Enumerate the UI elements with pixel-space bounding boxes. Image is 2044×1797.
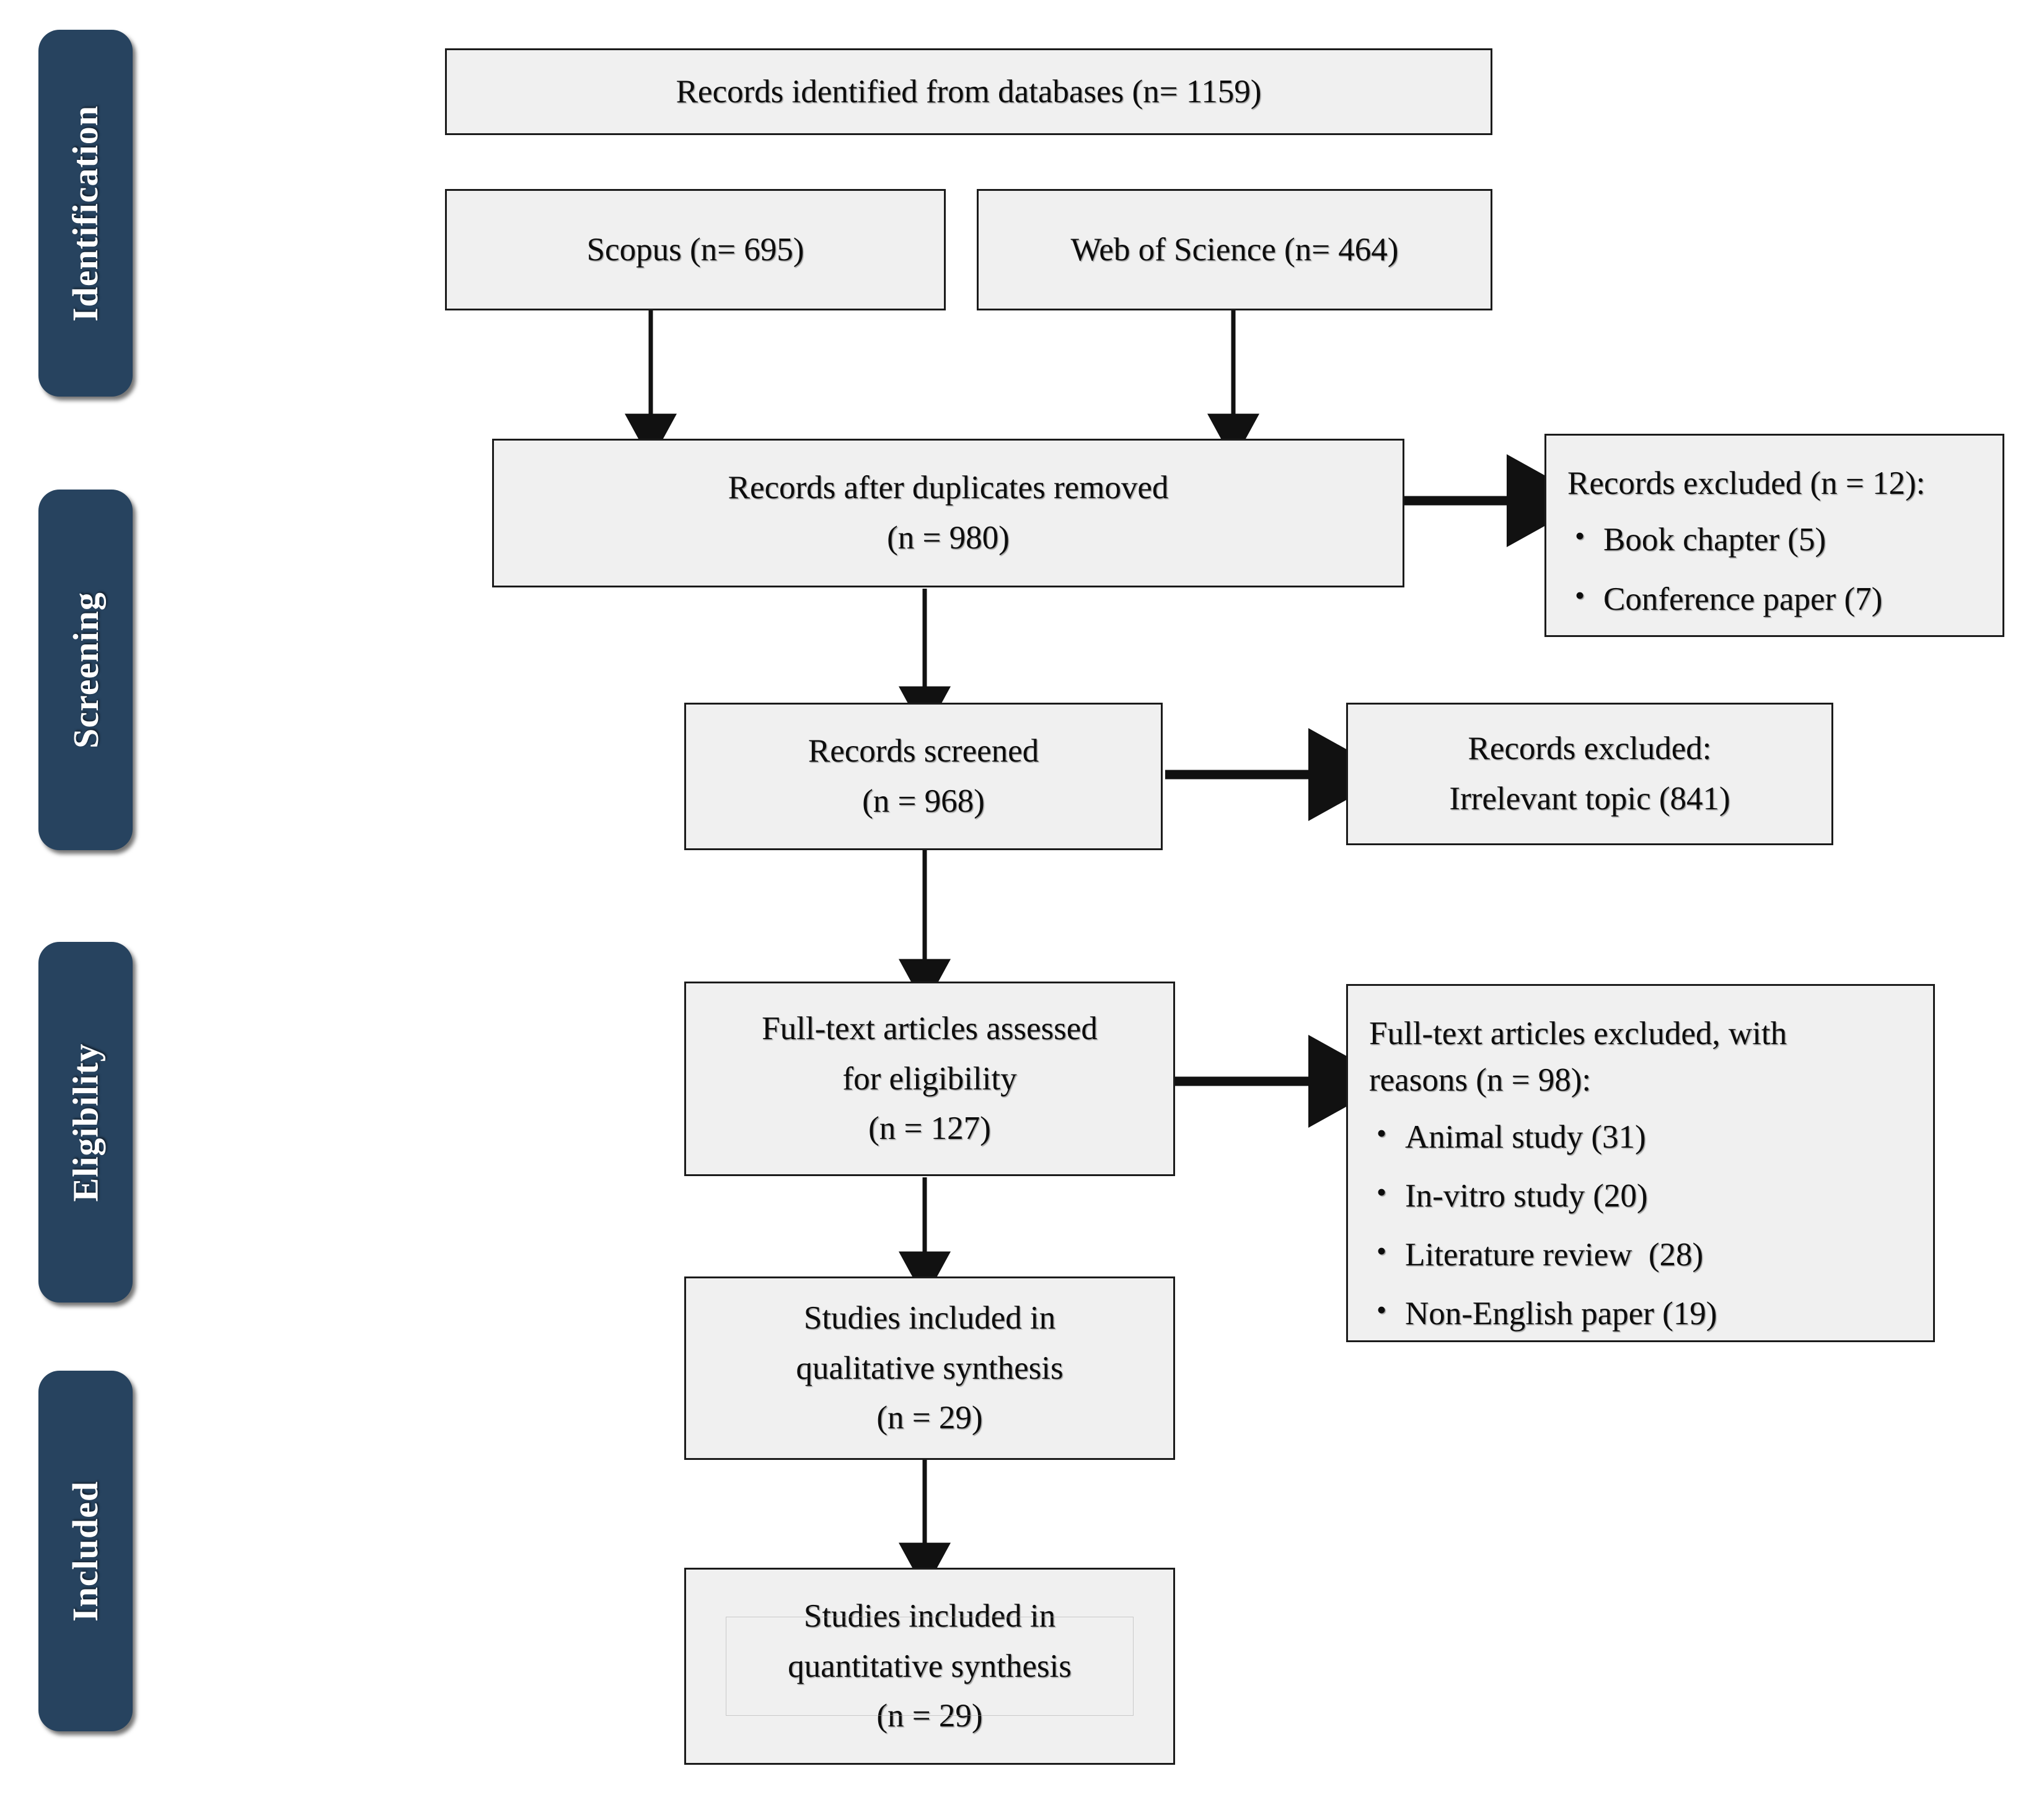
box-qualitative-synthesis-line2: qualitative synthesis [796, 1350, 1064, 1386]
box-records-excluded-duplicates-list: Book chapter (5) Conference paper (7) [1567, 516, 1882, 635]
stage-label-included: Included [65, 1480, 106, 1622]
stage-pill-included: Included [38, 1371, 133, 1731]
box-web-of-science: Web of Science (n= 464) [977, 189, 1499, 345]
box-fulltext-excluded-heading-line1: Full-text articles excluded, with [1369, 1016, 1787, 1052]
box-records-excluded-irrelevant-line2: Irrelevant topic (841) [1449, 781, 1730, 817]
box-fulltext-assessed-line3: (n = 127) [868, 1110, 991, 1147]
box-records-screened-line1: Records screened [808, 733, 1039, 770]
list-item: Animal study (31) [1377, 1112, 1717, 1161]
box-quantitative-synthesis-line1: Studies included in [803, 1598, 1056, 1635]
stage-label-identification: Identification [65, 105, 106, 322]
box-fulltext-assessed-line2: for eligibility [842, 1060, 1017, 1097]
box-records-after-duplicates-line1: Records after duplicates removed [728, 470, 1169, 506]
box-fulltext-assessed-line1: Full-text articles assessed [762, 1011, 1098, 1047]
box-records-after-duplicates-line2: (n = 980) [887, 520, 1010, 556]
box-records-excluded-duplicates: Records excluded (n = 12): Book chapter … [1544, 434, 2011, 671]
box-fulltext-excluded-list: Animal study (31) In-vitro study (20) Li… [1369, 1112, 1717, 1350]
stage-label-screening: Screening [65, 591, 106, 749]
list-item: Conference paper (7) [1575, 574, 1882, 623]
box-fulltext-assessed: Full-text articles assessed for eligibil… [684, 982, 1182, 1210]
box-quantitative-synthesis-line3: (n = 29) [876, 1698, 983, 1734]
stage-label-eligibility: Eligibility [65, 1043, 106, 1202]
box-quantitative-synthesis-line2: quantitative synthesis [788, 1648, 1072, 1684]
box-records-screened: Records screened (n = 968) [684, 703, 1170, 884]
box-qualitative-synthesis-line3: (n = 29) [876, 1400, 983, 1436]
stage-pill-eligibility: Eligibility [38, 942, 133, 1303]
box-qualitative-synthesis: Studies included in qualitative synthesi… [684, 1276, 1182, 1494]
box-records-identified-line1: Records identified from databases (n= 11… [676, 73, 1262, 110]
list-item: In-vitro study (20) [1377, 1172, 1717, 1219]
box-records-excluded-irrelevant: Records excluded: Irrelevant topic (841) [1346, 703, 1840, 879]
box-fulltext-excluded: Full-text articles excluded, with reason… [1346, 984, 1942, 1376]
box-records-excluded-duplicates-heading: Records excluded (n = 12): [1567, 465, 1926, 501]
box-web-of-science-line1: Web of Science (n= 464) [1070, 231, 1399, 268]
box-scopus-line1: Scopus (n= 695) [586, 231, 804, 268]
box-records-screened-line2: (n = 968) [862, 783, 985, 819]
list-item: Non-English paper (19) [1377, 1290, 1717, 1337]
box-quantitative-synthesis: Studies included in quantitative synthes… [684, 1568, 1182, 1797]
box-records-identified: Records identified from databases (n= 11… [445, 48, 1499, 169]
stage-pill-identification: Identification [38, 30, 133, 397]
box-fulltext-excluded-heading-line2: reasons (n = 98): [1369, 1062, 1592, 1099]
box-scopus: Scopus (n= 695) [445, 189, 953, 345]
box-qualitative-synthesis-line1: Studies included in [803, 1300, 1056, 1337]
list-item: Book chapter (5) [1575, 516, 1882, 563]
stage-pill-screening: Screening [38, 490, 133, 850]
list-item: Literature review (28) [1377, 1231, 1717, 1278]
box-records-excluded-irrelevant-line1: Records excluded: [1468, 731, 1712, 767]
box-records-after-duplicates: Records after duplicates removed (n = 98… [492, 439, 1411, 622]
